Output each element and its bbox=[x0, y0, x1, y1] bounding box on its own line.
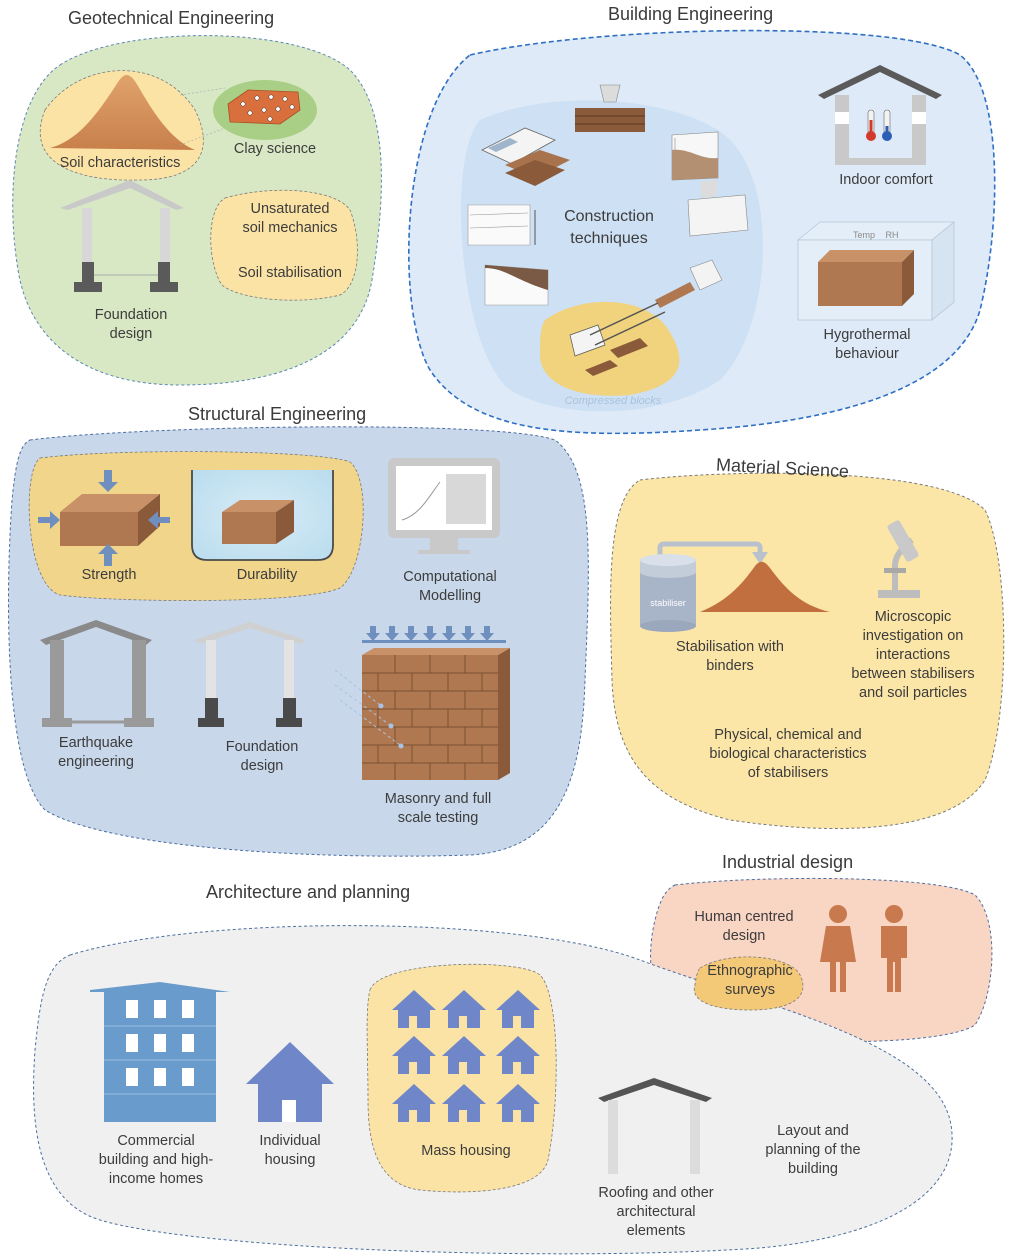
indoor-comfort-label: Indoor comfort bbox=[839, 172, 933, 188]
binder-soil-pile-icon bbox=[700, 561, 830, 612]
physical-label: Physical, chemical and biological charac… bbox=[709, 727, 867, 781]
structural-foundation-label: Foundation design bbox=[225, 739, 299, 774]
unsaturated-blob bbox=[210, 189, 358, 301]
soil-characteristics-label: Soil characteristics bbox=[59, 155, 181, 171]
ethnographic-label: Ethnographic surveys bbox=[707, 963, 793, 998]
block-press-icon bbox=[569, 302, 666, 376]
construction-techniques-label: Construction techniques bbox=[564, 208, 654, 247]
thermometer-icon bbox=[866, 109, 892, 141]
clay-particle-icon bbox=[227, 89, 301, 125]
strength-label: Strength bbox=[81, 567, 137, 583]
architecture-title: Architecture and planning bbox=[206, 882, 411, 902]
individual-house-icon bbox=[246, 1042, 334, 1122]
construction-technique-icons bbox=[467, 84, 749, 308]
foundation-design-label: Foundation design bbox=[94, 307, 168, 342]
compressed-blocks-label: Compressed blocks bbox=[564, 395, 662, 407]
zoom-line bbox=[179, 87, 226, 96]
ethnographic-blob bbox=[693, 956, 804, 1011]
roofing-label: Roofing and other architectural elements bbox=[598, 1185, 714, 1239]
strength-block-icon bbox=[38, 470, 170, 566]
computer-monitor-icon bbox=[388, 458, 500, 554]
zoom-line bbox=[179, 127, 226, 146]
geotechnical-title: Geotechnical Engineering bbox=[68, 8, 275, 28]
layout-label: Layout and planning of the building bbox=[765, 1123, 861, 1177]
temp-label: Temp bbox=[852, 230, 875, 240]
rh-label: RH bbox=[885, 230, 899, 240]
masonry-wall-icon bbox=[334, 626, 510, 780]
earth-block-icon bbox=[818, 250, 914, 306]
stabiliser-tag: stabiliser bbox=[650, 598, 686, 608]
durability-tank-icon bbox=[191, 470, 334, 561]
female-person-icon bbox=[820, 905, 856, 992]
binders-label: Stabilisation with binders bbox=[676, 639, 784, 674]
commercial-building-icon bbox=[90, 982, 230, 1122]
mass-housing-label: Mass housing bbox=[421, 1143, 511, 1159]
individual-label: Individual housing bbox=[259, 1133, 321, 1168]
roofing-frame-icon bbox=[598, 1078, 712, 1174]
durability-label: Durability bbox=[236, 567, 298, 583]
computational-label: Computational Modelling bbox=[403, 569, 497, 604]
industrial-title: Industrial design bbox=[722, 852, 854, 872]
unsaturated-label: Unsaturated soil mechanics bbox=[242, 201, 338, 236]
structural-title: Structural Engineering bbox=[188, 404, 367, 424]
compressed-blocks-blob bbox=[540, 301, 680, 396]
commercial-label: Commercial building and high- income hom… bbox=[98, 1133, 214, 1187]
earthquake-label: Earthquake engineering bbox=[58, 735, 134, 770]
material-region bbox=[610, 472, 1005, 830]
masonry-label: Masonry and full scale testing bbox=[384, 791, 492, 826]
foundation-frame-icon bbox=[60, 180, 184, 292]
male-person-icon bbox=[881, 905, 907, 992]
soil-stabilisation-label: Soil stabilisation bbox=[238, 265, 342, 281]
hygrothermal-label: Hygrothermal behaviour bbox=[823, 327, 911, 362]
mass-housing-icons bbox=[392, 990, 540, 1122]
human-centred-label: Human centred design bbox=[694, 909, 794, 944]
indoor-comfort-house-icon bbox=[818, 65, 942, 165]
soil-pile-icon bbox=[50, 74, 195, 150]
building-title: Building Engineering bbox=[608, 4, 774, 24]
microscope-icon bbox=[878, 520, 920, 598]
earthquake-frame-icon bbox=[40, 620, 154, 727]
foundation-frame-icon-2 bbox=[194, 622, 306, 727]
stabiliser-container-icon bbox=[640, 541, 768, 632]
clay-science-label: Clay science bbox=[233, 141, 317, 157]
microscopic-label: Microscopic investigation on interaction… bbox=[851, 609, 975, 701]
